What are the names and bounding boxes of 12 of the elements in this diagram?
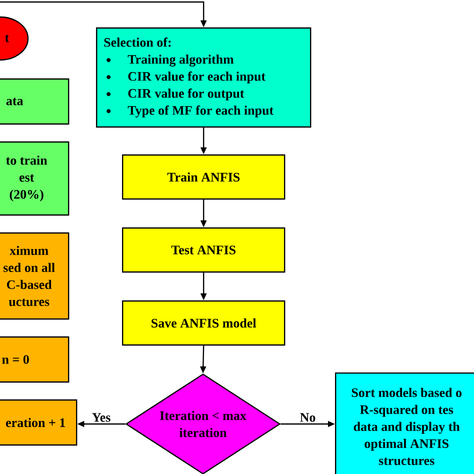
edge-label: No [298, 412, 317, 423]
process-box: Sort models based o R-squared on tes data and display th optimal ANFIS structures [335, 372, 474, 474]
edge-label: Yes [90, 412, 112, 423]
process-box: n = 0 [0, 336, 70, 383]
process-box: eration + 1 [0, 399, 78, 446]
process-box: to train est (20%) [0, 141, 70, 216]
process-box: ximum sed on all C-based uctures [0, 232, 70, 320]
process-box: Test ANFIS [122, 227, 286, 273]
process-box: Train ANFIS [122, 154, 286, 200]
process-box: Save ANFIS model [122, 300, 286, 346]
process-box: ata [0, 78, 70, 125]
process-box: Selection of: Training algorithm CIR value for each input CIR value for output Type of MF for each input [96, 27, 312, 128]
